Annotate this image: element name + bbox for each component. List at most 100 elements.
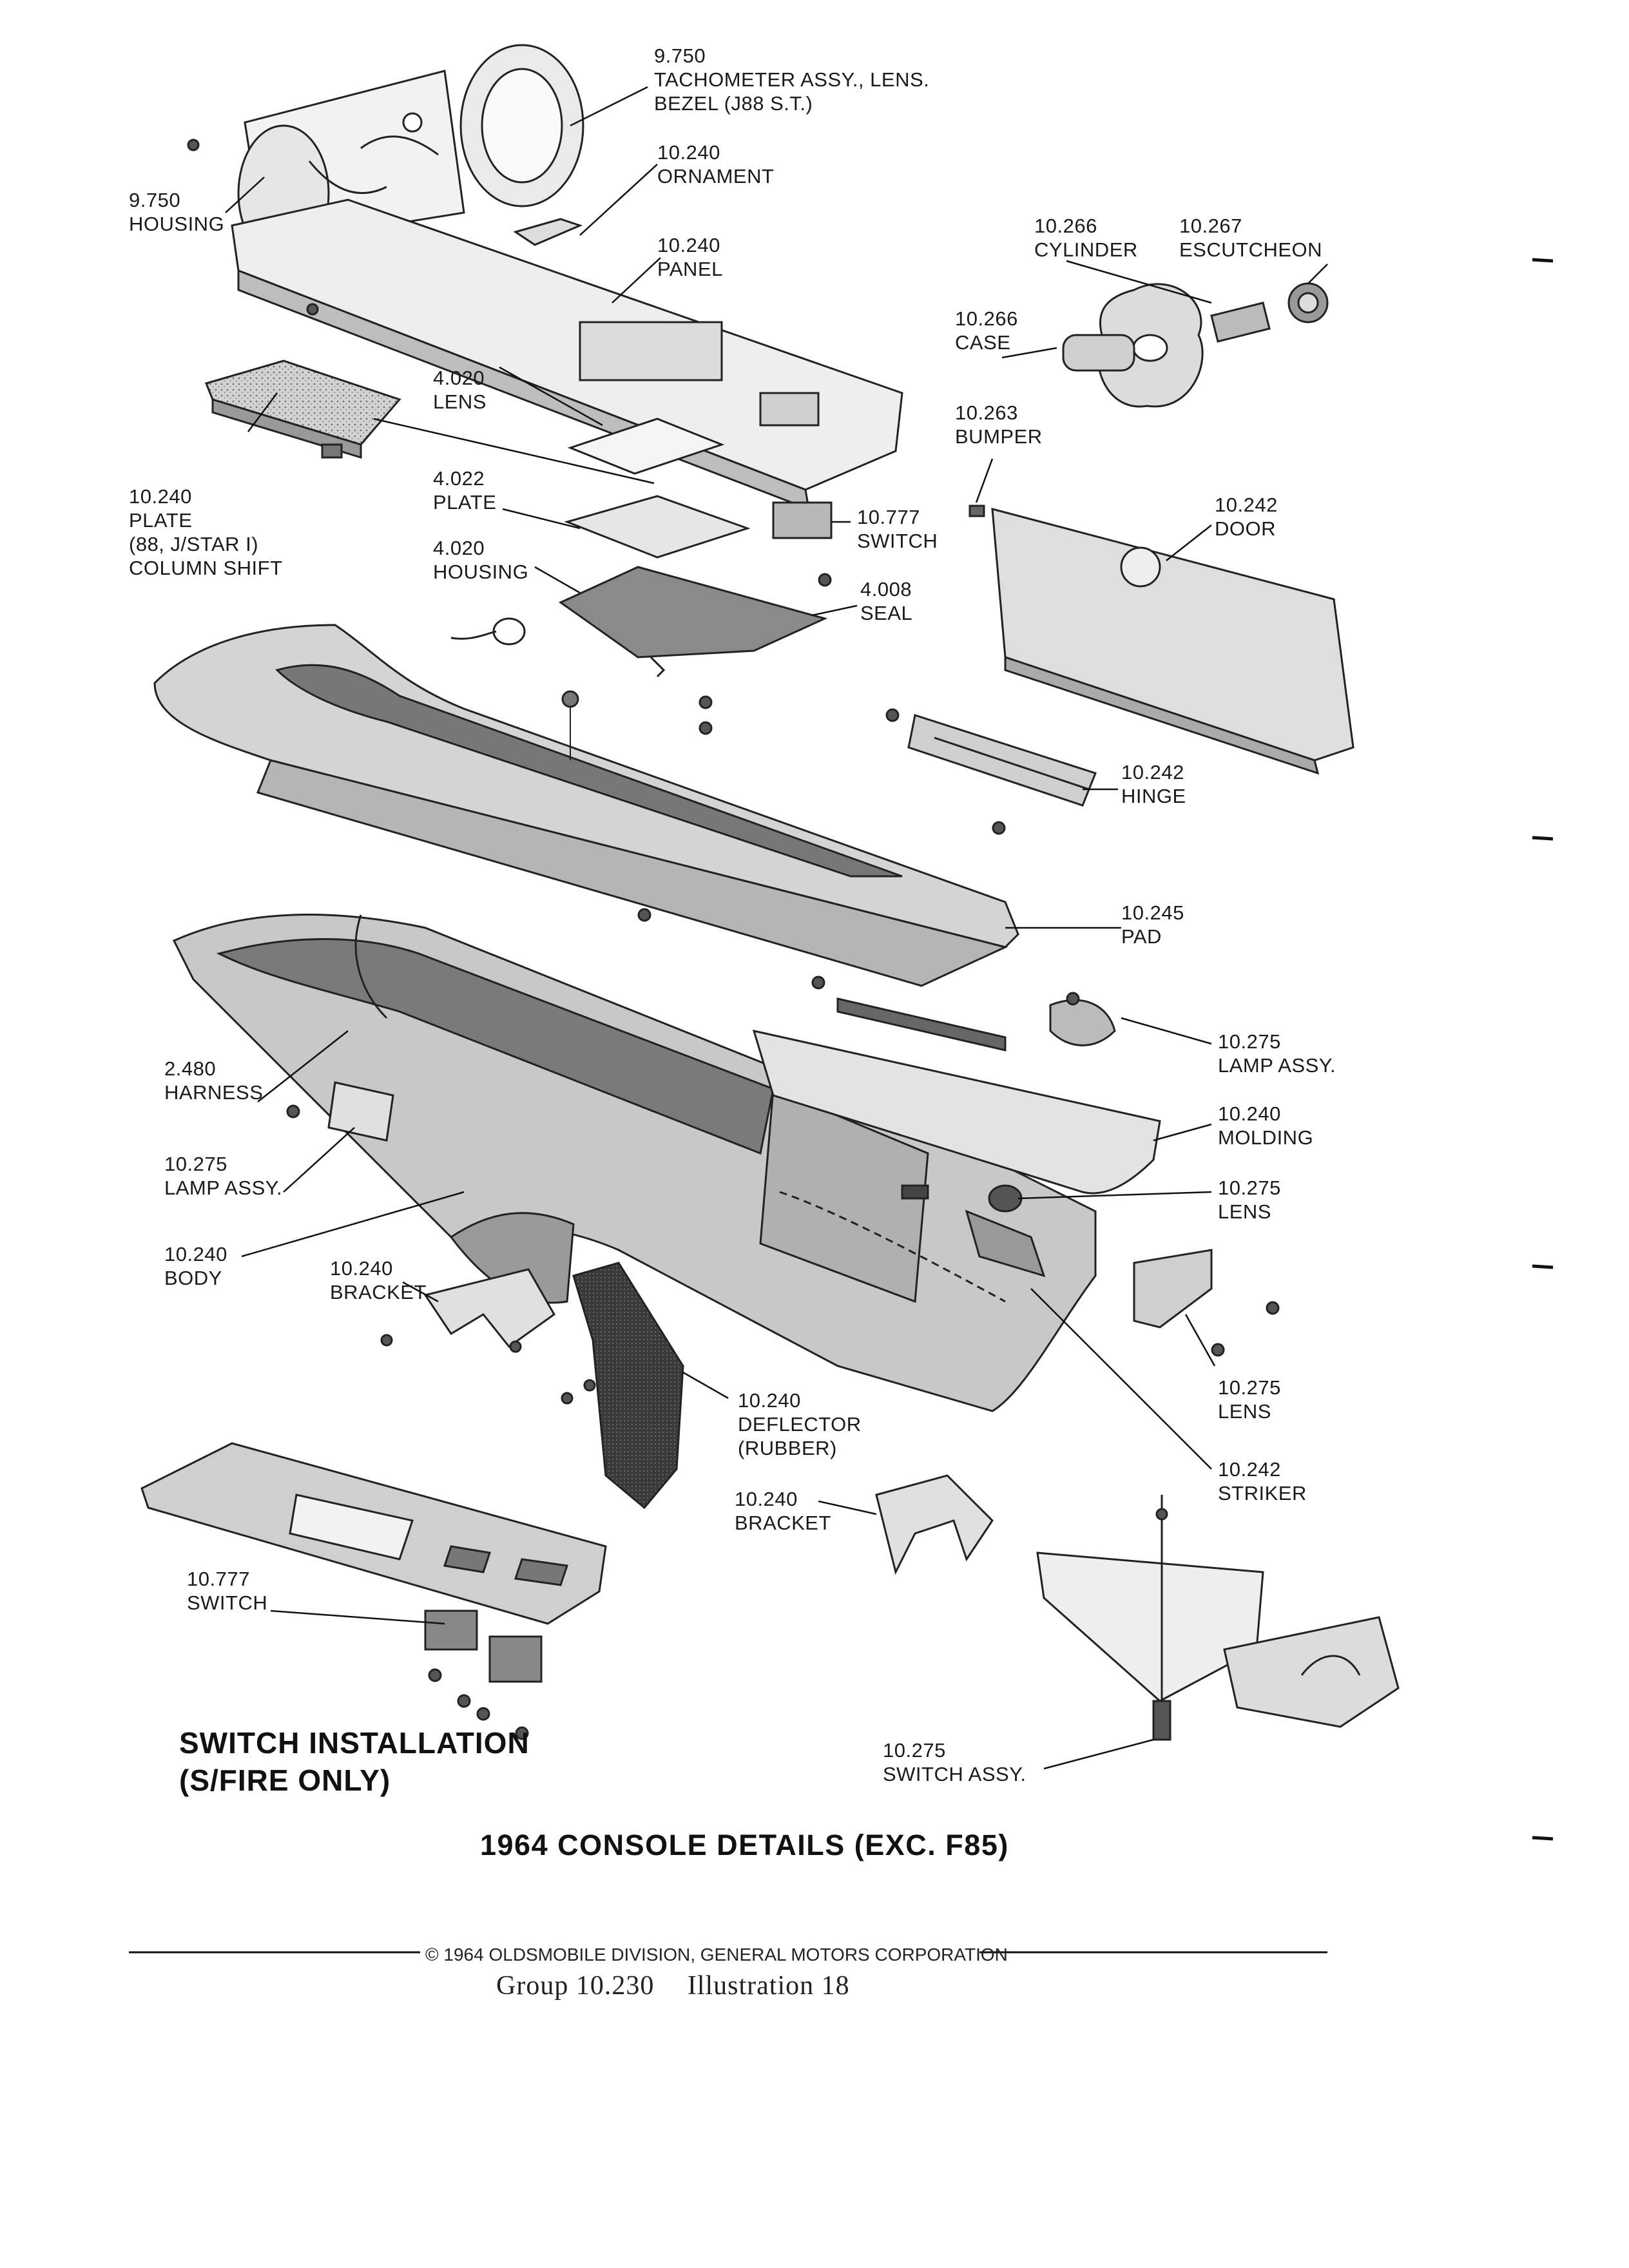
part-number: 4.020 xyxy=(433,367,485,389)
part-name: BODY xyxy=(164,1267,222,1289)
part-name: DOOR xyxy=(1215,517,1276,540)
tachometer-assembly-drawing xyxy=(187,44,584,262)
part-number: 10.275 xyxy=(1218,1030,1281,1053)
molding-lamp-drawing xyxy=(752,992,1161,1195)
callout-lens-upper: 4.020 LENS xyxy=(433,366,487,414)
part-number: 9.750 xyxy=(129,189,181,211)
switch-installation-line1: SWITCH INSTALLATION xyxy=(179,1726,530,1760)
part-number: 4.020 xyxy=(433,537,485,559)
callout-harness: 2.480 HARNESS xyxy=(164,1057,263,1104)
lens-bracket-drawing xyxy=(380,1249,1280,1575)
part-name: LENS xyxy=(1218,1400,1271,1423)
part-name: CASE xyxy=(955,331,1011,354)
part-number: 10.266 xyxy=(955,307,1018,330)
part-name: BUMPER xyxy=(955,425,1043,448)
callout-tachometer: 9.750 TACHOMETER ASSY., LENS. BEZEL (J88… xyxy=(654,44,929,115)
part-detail: (RUBBER) xyxy=(738,1437,837,1459)
callout-plate-shift: 4.022 PLATE xyxy=(433,466,496,514)
door-hinge-drawing xyxy=(885,508,1354,835)
group-number: Group 10.230 xyxy=(496,1971,655,2001)
leader-lines xyxy=(225,86,1328,1770)
callout-body: 10.240 BODY xyxy=(164,1242,227,1290)
part-number: 10.275 xyxy=(1218,1376,1281,1399)
part-number: 10.275 xyxy=(1218,1177,1281,1199)
lock-cylinder-drawing xyxy=(969,282,1329,517)
column-shift-plate-drawing xyxy=(204,360,401,459)
page-title: 1964 CONSOLE DETAILS (EXC. F85) xyxy=(480,1829,1009,1861)
deflector-drawing xyxy=(572,1262,684,1510)
part-name: CYLINDER xyxy=(1034,238,1138,261)
part-name: ESCUTCHEON xyxy=(1179,238,1323,261)
part-number: 10.267 xyxy=(1179,215,1242,237)
callout-striker: 10.242 STRIKER xyxy=(1218,1457,1307,1505)
part-number: 10.266 xyxy=(1034,215,1097,237)
part-number: 10.263 xyxy=(955,401,1018,424)
group-reference: Group 10.230 Illustration 18 xyxy=(496,1970,876,2001)
margin-marks xyxy=(1532,258,1554,1841)
callout-housing-shift: 4.020 HOUSING xyxy=(433,536,528,584)
part-number: 10.240 xyxy=(738,1389,801,1412)
callout-plate-column: 10.240 PLATE (88, J/STAR I) COLUMN SHIFT xyxy=(129,485,283,580)
part-name: SWITCH xyxy=(857,530,938,552)
part-number: 2.480 xyxy=(164,1057,217,1080)
part-name: PAD xyxy=(1121,925,1162,948)
part-detail: (88, J/STAR I) xyxy=(129,533,259,555)
part-name: BRACKET xyxy=(330,1281,427,1303)
part-name: HINGE xyxy=(1121,785,1186,807)
console-body-drawing xyxy=(172,914,1097,1412)
callout-escutcheon: 10.267 ESCUTCHEON xyxy=(1179,214,1322,262)
callout-seal: 4.008 SEAL xyxy=(860,577,912,625)
part-number: 10.240 xyxy=(1218,1102,1281,1125)
callout-bracket-upper: 10.240 BRACKET xyxy=(330,1256,427,1304)
part-number: 10.245 xyxy=(1121,901,1184,924)
part-number: 4.022 xyxy=(433,467,485,490)
callout-lens-lower: 10.275 LENS xyxy=(1218,1376,1281,1423)
part-name: HARNESS xyxy=(164,1081,264,1104)
part-number: 10.242 xyxy=(1215,494,1278,516)
part-number: 10.242 xyxy=(1121,761,1184,783)
part-number: 10.777 xyxy=(857,506,920,528)
callout-switch-upper: 10.777 SWITCH xyxy=(857,505,938,553)
callout-pad: 10.245 PAD xyxy=(1121,901,1184,948)
part-name: PLATE xyxy=(433,491,497,514)
part-number: 10.240 xyxy=(657,234,720,256)
part-detail: COLUMN SHIFT xyxy=(129,557,283,579)
switch-installation-drawing xyxy=(140,1442,607,1740)
part-detail: BEZEL (J88 S.T.) xyxy=(654,92,813,115)
part-name: PANEL xyxy=(657,258,723,280)
callout-ornament: 10.240 ORNAMENT xyxy=(657,140,774,188)
callout-switch-assy: 10.275 SWITCH ASSY. xyxy=(883,1738,1027,1786)
part-name: HOUSING xyxy=(433,561,529,583)
part-number: 9.750 xyxy=(654,44,706,67)
part-number: 10.240 xyxy=(657,141,720,164)
callout-lens-right: 10.275 LENS xyxy=(1218,1176,1281,1224)
part-name: LAMP ASSY. xyxy=(164,1177,283,1199)
illustration-number: Illustration 18 xyxy=(687,1971,850,2001)
part-name: ORNAMENT xyxy=(657,165,775,187)
callout-case: 10.266 CASE xyxy=(955,307,1018,354)
part-number: 10.240 xyxy=(129,485,192,508)
part-name: LENS xyxy=(433,390,487,413)
part-number: 4.008 xyxy=(860,578,912,601)
console-pad-drawing xyxy=(153,624,1019,990)
callout-door: 10.242 DOOR xyxy=(1215,493,1278,541)
callout-cylinder: 10.266 CYLINDER xyxy=(1034,214,1138,262)
part-name: MOLDING xyxy=(1218,1126,1314,1149)
part-name: STRIKER xyxy=(1218,1482,1307,1504)
part-number: 10.242 xyxy=(1218,1458,1281,1481)
part-name: SEAL xyxy=(860,602,913,624)
part-name: HOUSING xyxy=(129,213,225,235)
part-number: 10.275 xyxy=(883,1739,946,1762)
switch-installation-line2: (S/FIRE ONLY) xyxy=(179,1763,391,1797)
callout-deflector: 10.240 DEFLECTOR (RUBBER) xyxy=(738,1389,862,1460)
callout-lamp-assy-left: 10.275 LAMP ASSY. xyxy=(164,1152,282,1200)
copyright-notice: © 1964 OLDSMOBILE DIVISION, GENERAL MOTO… xyxy=(425,1945,1008,1965)
callout-bumper: 10.263 BUMPER xyxy=(955,401,1043,448)
part-number: 10.240 xyxy=(330,1257,393,1280)
part-name: DEFLECTOR xyxy=(738,1413,862,1436)
switch-installation-heading: SWITCH INSTALLATION (S/FIRE ONLY) xyxy=(179,1724,530,1799)
part-number: 10.275 xyxy=(164,1153,227,1175)
callout-bracket-lower: 10.240 BRACKET xyxy=(735,1487,831,1535)
part-name: LAMP ASSY. xyxy=(1218,1054,1336,1077)
part-name: LENS xyxy=(1218,1200,1271,1223)
